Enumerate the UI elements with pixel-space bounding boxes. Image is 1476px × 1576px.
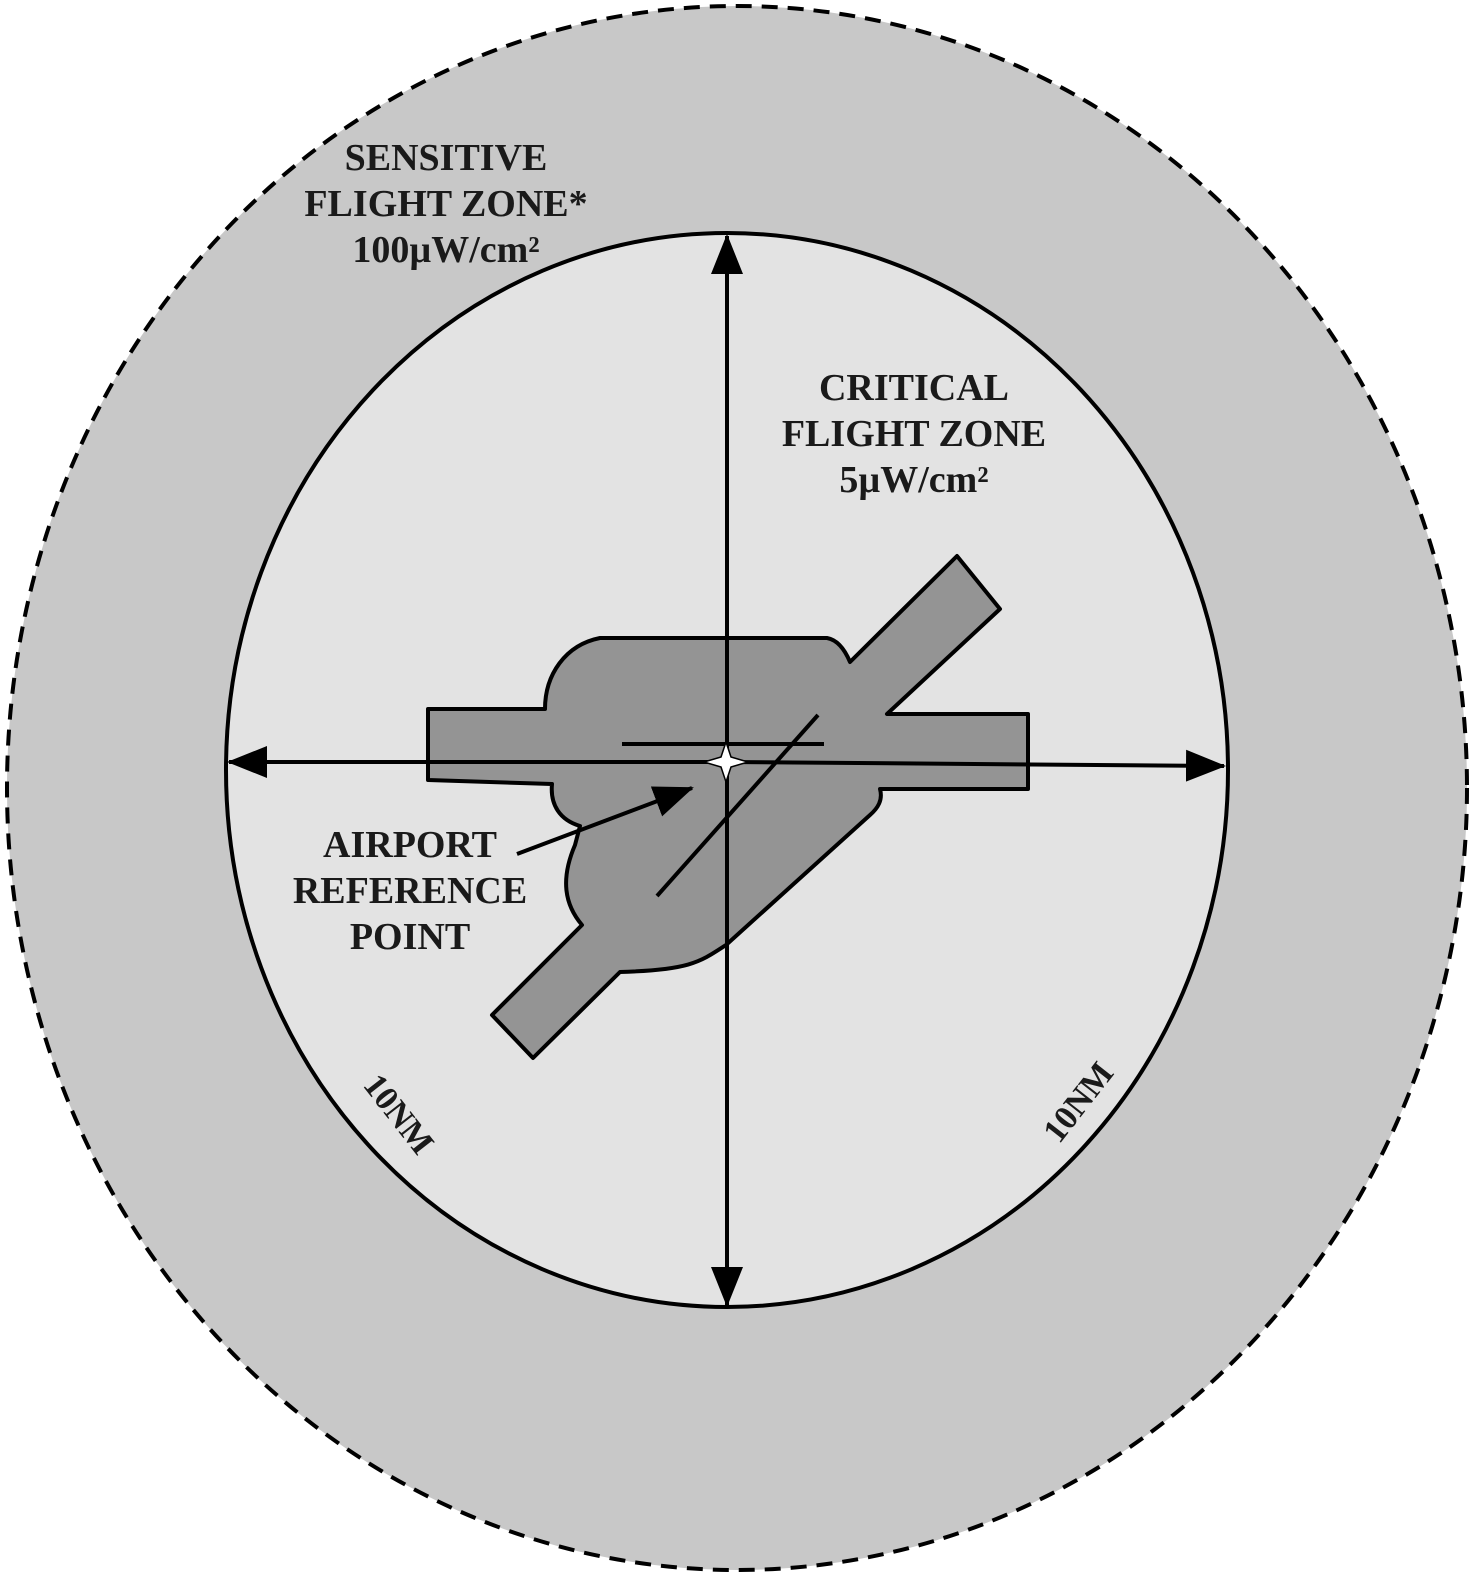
- reference-point-line3: POINT: [350, 916, 470, 958]
- reference-point-label: AIRPORT REFERENCE POINT: [293, 824, 527, 958]
- sensitive-zone-label: SENSITIVE FLIGHT ZONE* 100µW/cm²: [304, 137, 587, 271]
- critical-zone-title-line2: FLIGHT ZONE: [782, 413, 1046, 455]
- airport-reference-point-star: [701, 739, 751, 785]
- sensitive-zone-title-line1: SENSITIVE: [345, 137, 548, 179]
- radius-axes: [227, 234, 1226, 1307]
- reference-point-line2: REFERENCE: [293, 870, 527, 912]
- critical-zone-label: CRITICAL FLIGHT ZONE 5µW/cm²: [782, 367, 1046, 501]
- axis-right-arrow: [726, 749, 1226, 782]
- critical-zone-title-line1: CRITICAL: [819, 367, 1009, 409]
- critical-zone-limit: 5µW/cm²: [839, 459, 988, 501]
- reference-point-pointer-arrow: [516, 786, 694, 856]
- sensitive-zone-title-line2: FLIGHT ZONE*: [304, 183, 587, 225]
- sensitive-zone-limit: 100µW/cm²: [352, 229, 539, 271]
- runway-centerline-diagonal: [655, 713, 820, 898]
- reference-point-line1: AIRPORT: [323, 824, 497, 866]
